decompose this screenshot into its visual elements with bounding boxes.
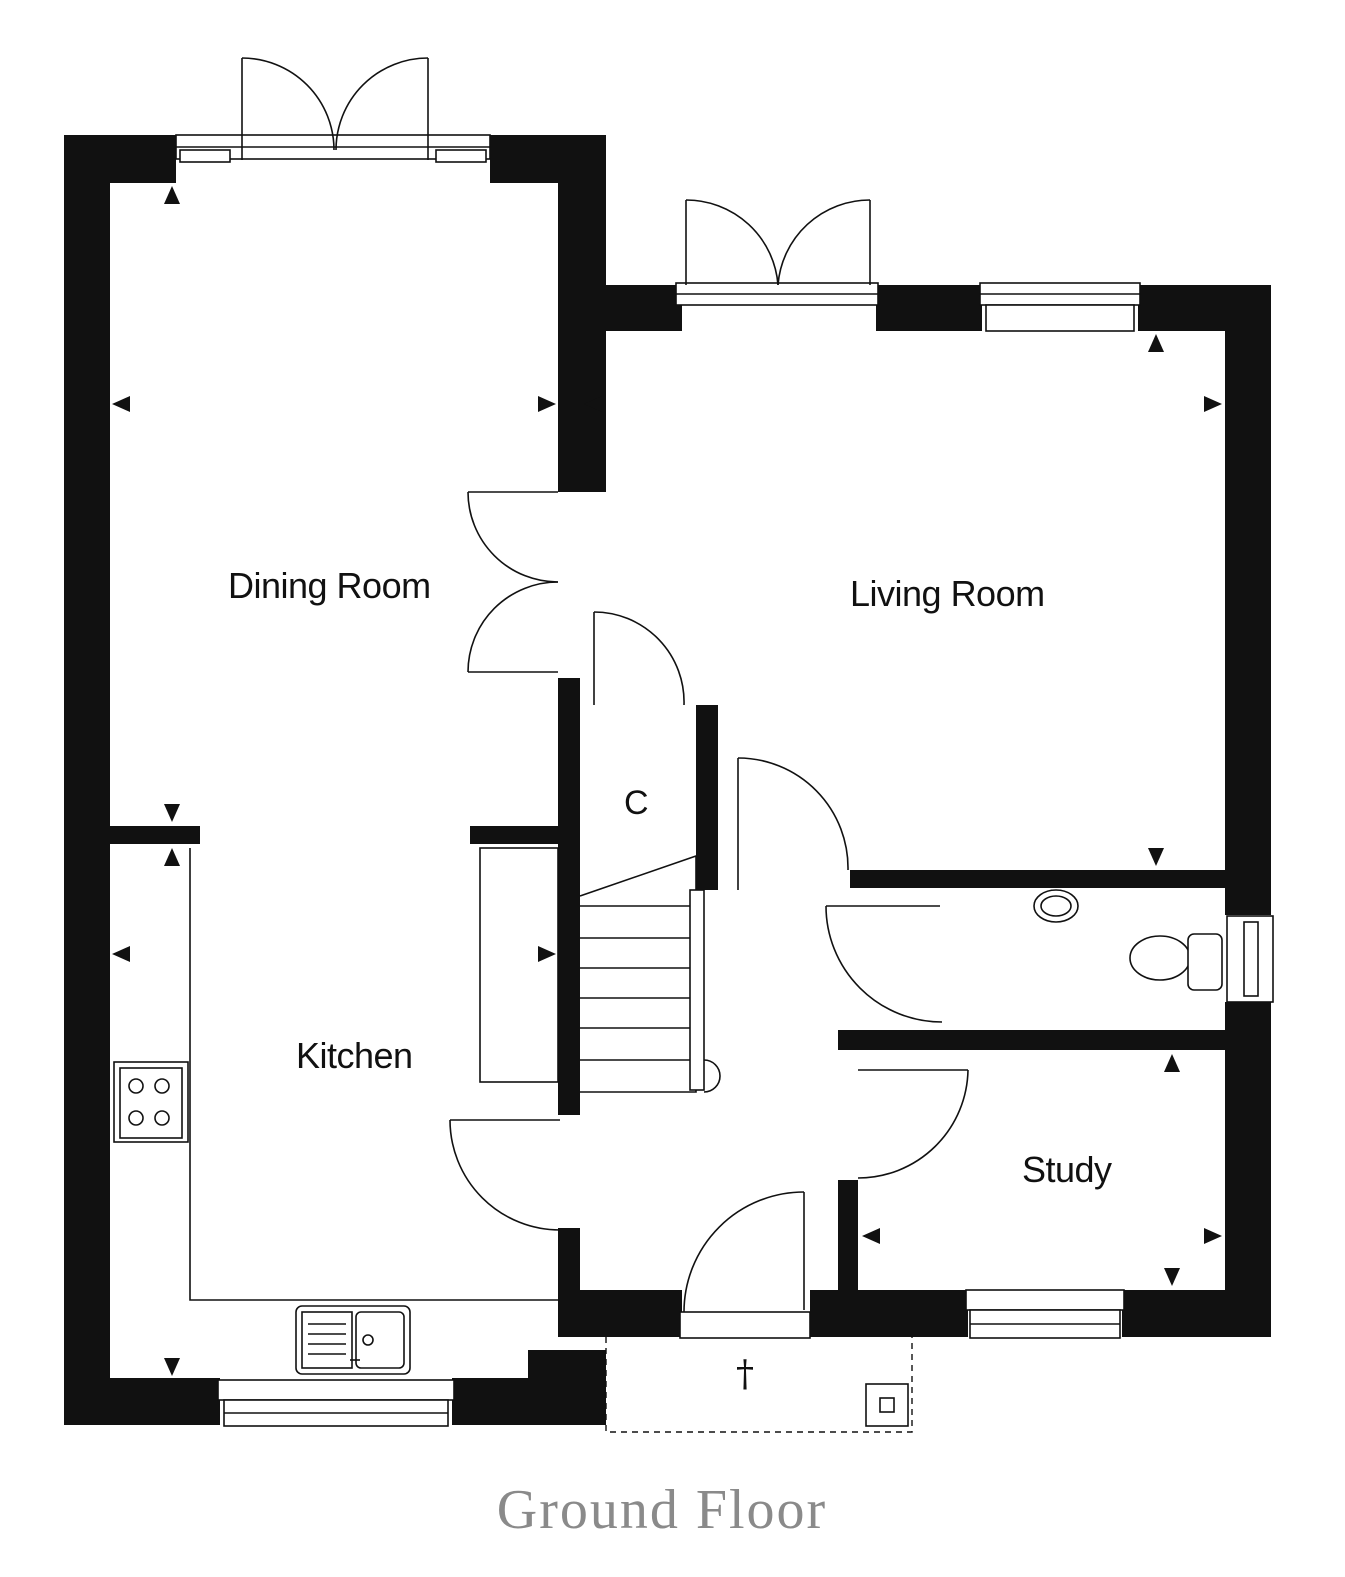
external-walls <box>64 135 1271 1425</box>
wc-fittings <box>1033 889 1223 991</box>
kitchen-fittings <box>113 847 559 1375</box>
living-room-label: Living Room <box>850 573 1045 614</box>
dining-room-label: Dining Room <box>228 565 431 606</box>
porch <box>605 1337 913 1433</box>
dimension-arrows <box>112 186 1222 1376</box>
cupboard-label: C <box>624 784 649 822</box>
floor-title: Ground Floor <box>497 1479 827 1541</box>
windows <box>175 134 1274 1427</box>
internal-walls <box>110 678 1225 1290</box>
porch-symbol: † <box>736 1354 754 1395</box>
staircase <box>579 854 721 1093</box>
study-label: Study <box>1022 1149 1112 1190</box>
kitchen-label: Kitchen <box>296 1035 413 1076</box>
doors <box>241 57 969 1339</box>
